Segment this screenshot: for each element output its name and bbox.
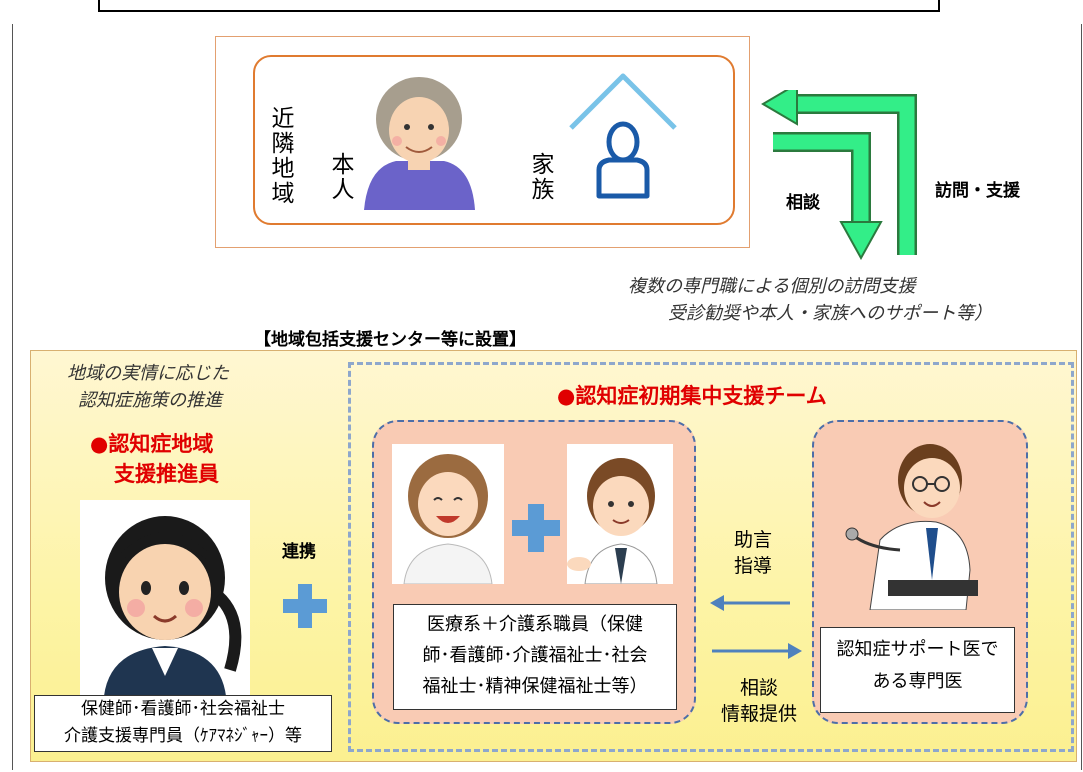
team-title: ●認知症初期集中支援チーム xyxy=(557,384,827,408)
doctor-line-1: 認知症サポート医で xyxy=(836,639,999,660)
doctor-icon xyxy=(845,444,978,610)
plus-icon xyxy=(283,584,327,628)
person-family-box xyxy=(253,55,735,225)
promo-line-1: 地域の実情に応じた xyxy=(67,363,229,384)
team-staff-line-3: 福祉士･精神保健福祉士等） xyxy=(422,676,648,697)
consult-label: 相談 xyxy=(786,193,820,213)
coordinator-title-line-2: 支援推進員 xyxy=(114,462,219,486)
advice-label: 助言 指導 xyxy=(718,527,788,579)
family-house-icon xyxy=(569,73,677,199)
consult-info-label: 相談 情報提供 xyxy=(710,675,808,727)
consult-arrow-right xyxy=(712,643,802,659)
care-worker-icon xyxy=(567,444,673,584)
family-label: 家族 xyxy=(527,152,553,202)
caption-line-1: 複数の専門職による個別の訪問支援 xyxy=(628,276,916,297)
top-title-bar xyxy=(98,0,940,12)
person-label: 本人 xyxy=(327,152,353,202)
doctor-text-box: 認知症サポート医で ある専門医 xyxy=(820,627,1015,713)
advice-arrow-left xyxy=(710,595,790,611)
team-staff-line-2: 師･看護師･介護福祉士･社会 xyxy=(422,645,648,666)
team-staff-text-box: 医療系＋介護系職員（保健 師･看護師･介護福祉士･社会 福祉士･精神保健福祉士等… xyxy=(393,604,677,710)
consult-info-line-2: 情報提供 xyxy=(720,703,797,725)
doctor-line-2: ある専門医 xyxy=(872,671,963,692)
coordinator-staff-box: 保健師･看護師･社会福祉士 介護支援専門員（ｹｱﾏﾈｼﾞｬｰ）等 xyxy=(34,695,332,752)
consult-info-line-1: 相談 xyxy=(739,677,778,699)
consult-visit-arrows xyxy=(761,90,917,260)
visit-support-label: 訪問・支援 xyxy=(935,181,1020,201)
promo-line-2: 認知症施策の推進 xyxy=(78,390,222,411)
plus-icon-team xyxy=(512,504,560,552)
center-heading: 【地域包括支援センター等に設置】 xyxy=(254,330,526,350)
link-label: 連携 xyxy=(282,542,316,562)
team-boundary xyxy=(348,362,1074,752)
neighborhood-label: 近隣地域 xyxy=(267,106,293,206)
caption-line-2: 受診勧奨や本人・家族へのサポート等） xyxy=(668,303,992,324)
advice-line-2: 指導 xyxy=(733,555,772,577)
coordinator-staff-line-2: 介護支援専門員（ｹｱﾏﾈｼﾞｬｰ）等 xyxy=(64,726,302,746)
coordinator-title-line-1: ●認知症地域 xyxy=(90,432,214,456)
page-frame xyxy=(12,24,1082,770)
coordinator-icon xyxy=(104,516,242,696)
advice-line-1: 助言 xyxy=(733,529,772,551)
team-staff-line-1: 医療系＋介護系職員（保健 xyxy=(427,614,643,635)
nurse-icon xyxy=(392,444,504,584)
elderly-person-icon xyxy=(364,77,475,210)
coordinator-staff-line-1: 保健師･看護師･社会福祉士 xyxy=(81,699,285,719)
